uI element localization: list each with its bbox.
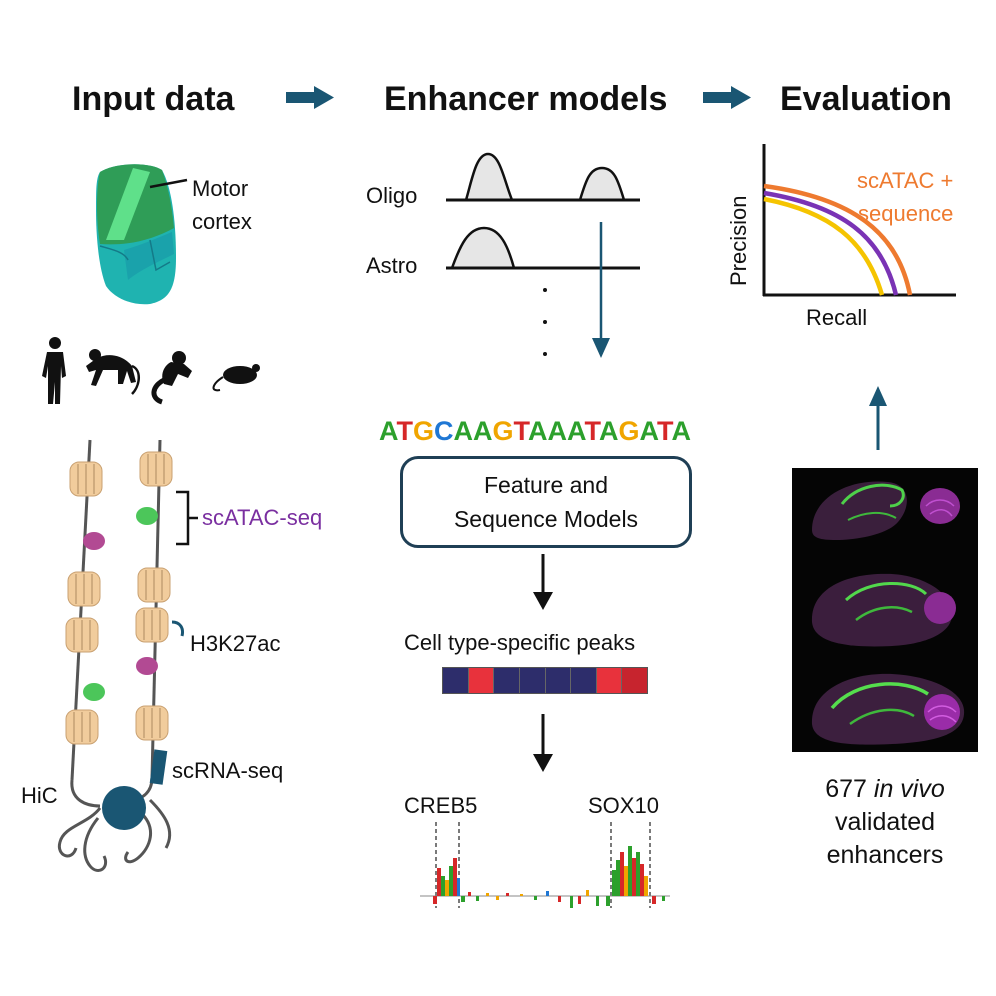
sequence-base: G [492,416,514,446]
validation-line2: validated [834,808,936,836]
oligo-track [446,152,640,202]
validation-count: 677 [825,775,867,803]
pr-legend-line2: sequence [858,201,954,226]
tf-binding-dot [136,657,158,675]
motif-sox10-label: SOX10 [588,793,659,818]
pr-x-axis-label: Recall [806,305,868,330]
pr-curve-orange [763,183,913,296]
sequence-base: A [379,416,397,446]
sequence-base: C [434,416,454,446]
model-box-line2: Sequence Models [453,506,639,532]
scatac-bracket [176,490,198,546]
pr-curve-purple [763,190,899,296]
macaque-icon [86,349,140,395]
peak-cell [519,668,546,693]
sequence-base: A [453,416,474,446]
sequence-base: T [396,416,414,446]
peaks-heatmap [442,667,648,694]
brain-section-3 [811,673,965,745]
sequence-base: A [567,416,585,446]
peak-cell [545,668,572,693]
sequence-base: A [473,416,493,446]
astro-track [446,226,640,270]
validation-in-vivo: in vivo [873,775,945,803]
arrow-down-icon [592,222,610,358]
motif-creb5-label: CREB5 [404,793,478,818]
transcript-block [149,749,168,785]
peak-cell [571,668,597,693]
arrow-right-icon [286,86,334,109]
peak-cell [443,668,469,693]
motor-cortex-label-line1: Motor [192,176,249,201]
sequence-base: G [618,416,640,446]
scrna-seq-label: scRNA-seq [172,758,284,783]
sequence-base: T [584,416,600,446]
sequence-base: A [528,416,548,446]
marmoset-icon [151,351,192,405]
header-input-data: Input data [72,80,235,118]
peak-cell [596,668,623,693]
sequence-base: A [671,416,692,446]
header-enhancer-models: Enhancer models [384,80,668,118]
pr-curve-yellow [763,196,885,296]
validation-line1: 677 in vivo [788,773,982,806]
sequence-base: A [547,416,568,446]
peak-cell [622,668,647,693]
background-contributions [468,890,665,908]
peaks-label: Cell type-specific peaks [404,630,636,655]
brain-section-1 [812,481,960,540]
validation-line3: enhancers [826,841,944,869]
sox10-motif-logo [606,846,656,906]
human-icon [42,337,66,404]
sequence-base: A [599,416,619,446]
sequence-base: T [513,416,529,446]
ellipsis-dots [543,288,547,356]
peak-cell [494,668,520,693]
astro-label: Astro [366,253,418,278]
h3k27ac-label: H3K27ac [190,631,281,656]
dna-sequence: ATGCAAGTAAATAGATA [379,416,691,447]
nucleosome-wraps [73,454,165,742]
sequence-base: G [413,416,435,446]
arrow-down-icon [533,554,553,610]
histone-mark-tail [171,620,184,637]
sequence-base: T [657,416,672,446]
hic-anchor-node [102,786,146,830]
sequence-models-box: Feature and Sequence Models [400,456,692,548]
header-evaluation: Evaluation [780,80,952,118]
accessible-site-dot [83,683,105,701]
brain-section-2 [811,573,956,647]
arrow-right-icon [703,86,751,109]
pr-legend-line1: scATAC + [857,168,954,193]
accessible-site-dot [136,507,158,525]
oligo-label: Oligo [366,183,418,208]
arrow-down-icon [533,714,553,772]
motor-cortex-label-line2: cortex [192,209,252,234]
creb5-motif-logo [433,858,465,904]
hic-label: HiC [21,783,58,808]
validation-caption: 677 in vivo validated enhancers [788,773,982,872]
peak-cell [468,668,495,693]
scatac-seq-label: scATAC-seq [202,505,323,530]
astro-peak-1 [450,226,516,270]
model-box-line1: Feature and [483,472,609,498]
mouse-icon [212,364,260,392]
tf-binding-dot [83,532,105,550]
arrow-up-icon [869,386,887,450]
sequence-base: A [639,416,658,446]
oligo-peak-2 [578,166,626,202]
oligo-peak-1 [464,152,514,202]
